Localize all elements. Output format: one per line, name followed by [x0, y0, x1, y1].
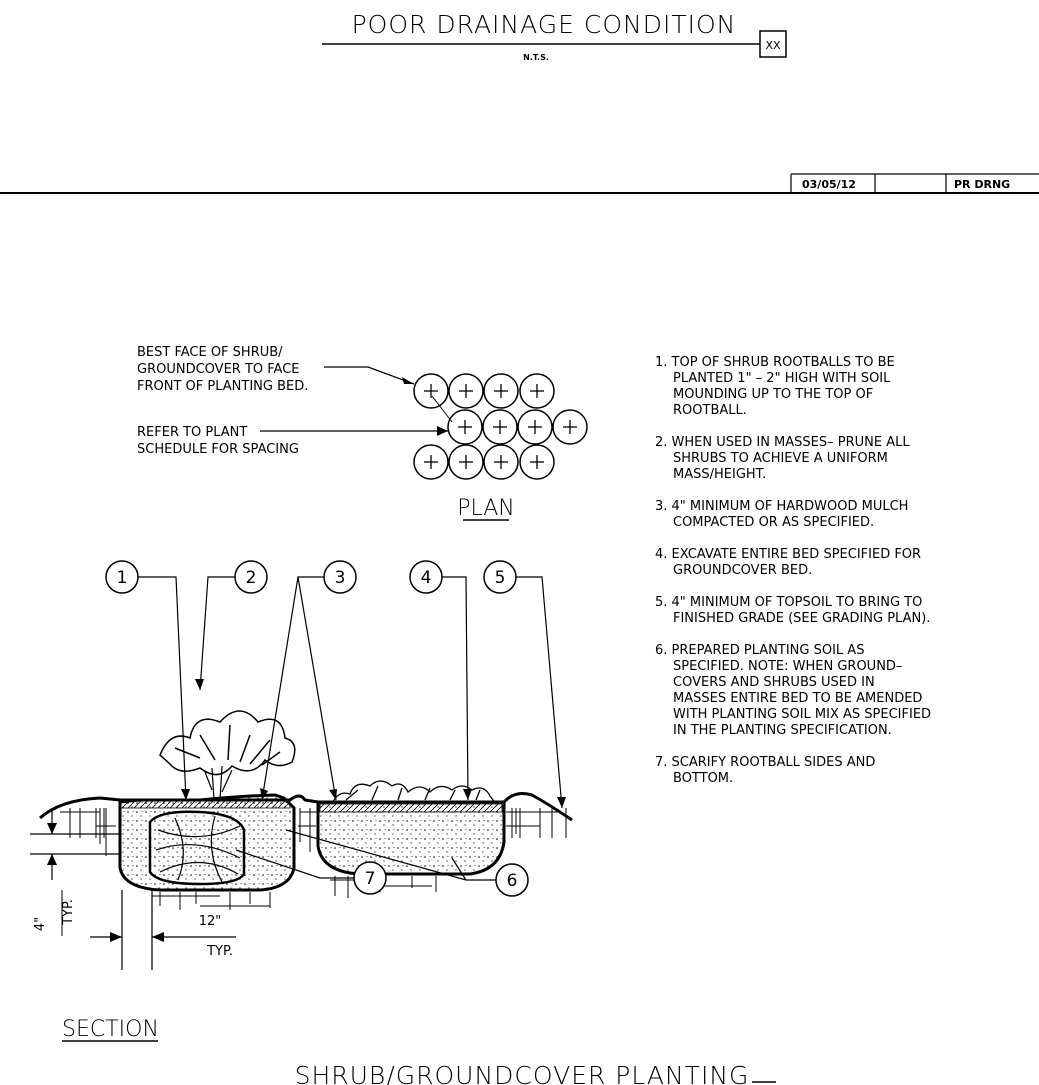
header-title: POOR DRAINAGE CONDITION: [352, 10, 737, 39]
callout-6: 6: [495, 863, 529, 897]
shrub-symbol: [447, 409, 483, 445]
mulch-layer-bed: [319, 803, 503, 813]
note-5-line-2: FINISHED GRADE (SEE GRADING PLAN).: [673, 611, 930, 626]
shrub-symbol: [448, 444, 484, 480]
groundcover-bed: [316, 800, 506, 876]
revision-date: 03/05/12: [802, 178, 856, 191]
leader-1-arrow: [402, 377, 414, 384]
shrub-symbol: [413, 444, 449, 480]
shrub-symbol: [517, 409, 553, 445]
plan-label: PLAN: [457, 496, 515, 521]
callout-arrows: [181, 679, 566, 808]
note-1-line-3: MOUNDING UP TO THE TOP OF: [673, 387, 873, 402]
callout-bubbles: 1 2 3 4 5 6 7: [105, 560, 529, 897]
shrub-symbol: [552, 409, 588, 445]
note-2-line-1: 2. WHEN USED IN MASSES– PRUNE ALL: [655, 435, 910, 450]
callout-label-3: 3: [335, 568, 346, 588]
note-6-line-5: WITH PLANTING SOIL MIX AS SPECIFIED: [673, 707, 931, 722]
mulch-layer-shrub: [119, 799, 291, 809]
finished-grade: [38, 792, 573, 822]
shrub-symbol: [448, 373, 484, 409]
shrub-symbol: [483, 373, 519, 409]
shrub-symbol: [413, 373, 449, 409]
dimension-arrows: [47, 823, 164, 942]
depth-typ: TYP.: [61, 899, 76, 926]
leader-2-line-2: SCHEDULE FOR SPACING: [137, 442, 299, 457]
leader-1-line-3: FRONT OF PLANTING BED.: [137, 379, 308, 394]
shrub-symbol: [483, 444, 519, 480]
width-dimension: 12": [199, 914, 222, 929]
depth-dimension: 4": [33, 917, 48, 931]
rootball-scarify: [155, 815, 241, 883]
note-4-line-1: 4. EXCAVATE ENTIRE BED SPECIFIED FOR: [655, 547, 921, 562]
rootball: [148, 810, 246, 886]
section-view: 1 2 3 4 5 6 7 4" TYP. 12" TYP. SECTION SHRUB/G…: [30, 560, 776, 1085]
note-2-line-3: MASS/HEIGHT.: [673, 467, 766, 482]
callout-label-5: 5: [495, 568, 506, 588]
leader-1-line-1: BEST FACE OF SHRUB/: [137, 345, 283, 360]
header-block: POOR DRAINAGE CONDITION N.T.S. XX 03/05/…: [0, 10, 1039, 194]
detail-title: SHRUB/GROUNDCOVER PLANTING: [295, 1061, 750, 1085]
leader-text-1: BEST FACE OF SHRUB/ GROUNDCOVER TO FACE …: [137, 345, 308, 394]
note-1-line-2: PLANTED 1" – 2" HIGH WITH SOIL: [673, 371, 891, 386]
note-1-line-1: 1. TOP OF SHRUB ROOTBALLS TO BE: [655, 355, 895, 370]
plan-view: BEST FACE OF SHRUB/ GROUNDCOVER TO FACE …: [137, 345, 588, 521]
note-6-line-3: COVERS AND SHRUBS USED IN: [673, 675, 875, 690]
callout-7: 7: [353, 861, 387, 895]
callout-3: 3: [323, 560, 357, 594]
leader-1-line: [324, 366, 415, 385]
callout-label-1: 1: [117, 568, 128, 588]
scale-note: N.T.S.: [523, 53, 549, 62]
shrub-symbol: [519, 373, 555, 409]
note-6-line-2: SPECIFIED. NOTE: WHEN GROUND–: [673, 659, 902, 674]
shrub-symbol: [482, 409, 518, 445]
section-label: SECTION: [62, 1017, 159, 1042]
note-4-line-2: GROUNDCOVER BED.: [673, 563, 812, 578]
leader-1-line-2: GROUNDCOVER TO FACE: [137, 362, 300, 377]
callout-4: 4: [409, 560, 443, 594]
ref-tag-box: [759, 30, 787, 58]
callout-2: 2: [234, 560, 268, 594]
shrub-canopy: [159, 710, 296, 801]
note-2-line-2: SHRUBS TO ACHIEVE A UNIFORM: [673, 451, 888, 466]
shrub-grid: [413, 373, 588, 480]
note-5-line-1: 5. 4" MINIMUM OF TOPSOIL TO BRING TO: [655, 595, 922, 610]
shrub-pit: [118, 793, 296, 892]
callout-1: 1: [105, 560, 139, 594]
note-3-line-1: 3. 4" MINIMUM OF HARDWOOD MULCH: [655, 499, 908, 514]
callout-5: 5: [483, 560, 517, 594]
note-3-line-2: COMPACTED OR AS SPECIFIED.: [673, 515, 874, 530]
note-6-line-6: IN THE PLANTING SPECIFICATION.: [673, 723, 892, 738]
leader-2-arrow: [437, 426, 448, 436]
leader-2-line-1: REFER TO PLANT: [137, 425, 247, 440]
note-6-line-4: MASSES ENTIRE BED TO BE AMENDED: [673, 691, 922, 706]
shrub-symbol: [519, 444, 555, 480]
note-6-line-1: 6. PREPARED PLANTING SOIL AS: [655, 643, 864, 658]
width-typ: TYP.: [206, 944, 233, 959]
callout-label-2: 2: [246, 568, 257, 588]
note-1-line-4: ROOTBALL.: [673, 403, 747, 418]
callout-label-6: 6: [507, 871, 518, 891]
ref-tag: XX: [765, 39, 781, 52]
callout-label-7: 7: [365, 869, 376, 889]
existing-grade-hatch: [60, 808, 567, 910]
callout-leaders: [137, 576, 563, 881]
note-7-line-1: 7. SCARIFY ROOTBALL SIDES AND: [655, 755, 875, 770]
callout-label-4: 4: [421, 568, 432, 588]
note-7-line-2: BOTTOM.: [673, 771, 733, 786]
detail-code: PR DRNG: [954, 178, 1010, 191]
